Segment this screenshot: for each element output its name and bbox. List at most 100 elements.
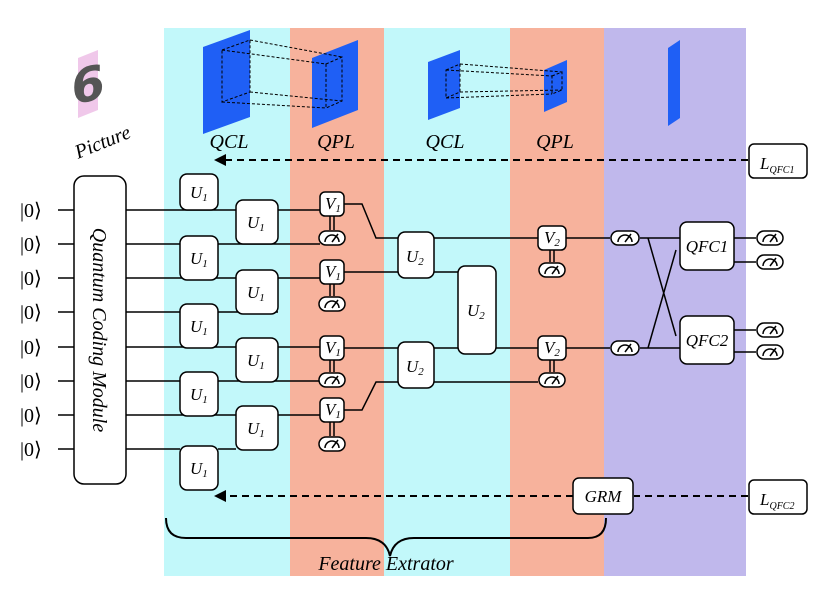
qfc2-gate: QFC2 [679,315,735,365]
measure-icon [756,344,784,360]
v1-gate: V1 [319,191,345,217]
u2-gates: U2 U2 U2 [397,231,497,389]
u1-gate: U1 [179,235,219,281]
input-ket: |0⟩ [20,200,42,222]
measure-icon [318,372,346,388]
projection-lines-1 [221,39,343,109]
svg-text:U1: U1 [190,317,208,338]
qpl-label-1: QPL [317,131,355,153]
svg-text:U1: U1 [247,351,265,372]
qfc1-gate: QFC1 [679,221,735,271]
measure-icon [756,230,784,246]
svg-text:GRM: GRM [585,487,623,506]
loss-feedback-qfc2 [214,490,748,502]
svg-text:V1: V1 [325,338,341,359]
svg-text:QFC1: QFC1 [686,237,729,256]
svg-text:U1: U1 [190,249,208,270]
feature-extractor-label: Feature Extrator [317,553,454,575]
quantum-coding-module: Quantum Coding Module [73,175,127,485]
v1-pooling-gates: V1 V1 V1 V1 [319,191,345,423]
svg-text:U1: U1 [190,459,208,480]
measure-icon [318,230,346,246]
feature-maps [203,30,680,134]
u1-gate: U1 [235,337,279,383]
svg-text:U1: U1 [190,183,208,204]
u1-gate: U1 [179,371,219,417]
measure-icon [756,254,784,270]
measure-icon [538,262,566,278]
v2-gate: V2 [537,335,567,361]
svg-text:U2: U2 [406,247,424,268]
u2-gate: U2 [397,341,435,389]
measure-icon [318,296,346,312]
grm-box: GRM [572,477,634,515]
svg-text:V2: V2 [544,228,560,249]
u1-gate: U1 [179,173,219,211]
svg-text:LQFC2: LQFC2 [759,490,794,512]
svg-text:U2: U2 [467,301,485,322]
encoder-label: Quantum Coding Module [88,228,110,433]
v2-gate: V2 [537,225,567,251]
picture-digit: 6 [71,54,104,116]
u1-gate: U1 [179,303,219,349]
picture-label: Picture [71,121,134,164]
svg-text:U1: U1 [247,283,265,304]
loss-sub-1: QFC1 [769,165,794,176]
input-ket: |0⟩ [20,302,42,324]
picture-thumbnail [78,50,98,118]
input-qubits: |0⟩ |0⟩ |0⟩ |0⟩ |0⟩ |0⟩ |0⟩ |0⟩ [20,200,42,461]
input-ket: |0⟩ [20,371,42,393]
svg-text:U1: U1 [247,213,265,234]
u1-gate: U1 [235,405,279,451]
svg-text:U1: U1 [190,385,208,406]
v1-gate: V1 [319,335,345,361]
v1-gate: V1 [319,397,345,423]
measure-icon [756,322,784,338]
svg-text:V2: V2 [544,338,560,359]
input-ket: |0⟩ [20,439,42,461]
qcl-label-2: QCL [426,131,465,153]
qcl-label-1: QCL [210,131,249,153]
u2-gate: U2 [457,265,497,355]
input-ket: |0⟩ [20,268,42,290]
loss-feedback-qfc1 [214,154,748,166]
feature-extractor-brace [165,517,607,557]
v1-gate: V1 [319,259,345,285]
input-ket: |0⟩ [20,405,42,427]
measure-icon [610,340,640,356]
svg-text:U1: U1 [247,419,265,440]
measure-icon [538,372,566,388]
svg-text:QFC2: QFC2 [686,331,729,350]
feature-map-2 [312,40,358,128]
svg-text:V1: V1 [325,400,341,421]
measure-icon [318,436,346,452]
svg-text:V1: V1 [325,262,341,283]
circuit-wires [58,203,756,450]
svg-text:U2: U2 [406,357,424,378]
v2-pooling-gates: V2 V2 [537,225,567,361]
feature-map-1 [203,30,250,134]
projection-lines-2 [445,63,563,99]
loss-l-2: L [759,490,769,509]
u1-gate: U1 [235,199,279,245]
loss-sub-2: QFC2 [769,501,794,512]
svg-text:V1: V1 [325,194,341,215]
u1-gate: U1 [235,269,279,315]
qpl-label-2: QPL [536,131,574,153]
input-ket: |0⟩ [20,337,42,359]
measure-icon [610,230,640,246]
u2-gate: U2 [397,231,435,279]
feature-map-3 [428,50,460,120]
input-ket: |0⟩ [20,234,42,256]
loss-box-qfc2: LQFC2 [748,479,808,515]
feature-map-5 [668,40,680,126]
measurement-icons [318,230,784,452]
svg-text:LQFC1: LQFC1 [759,154,794,176]
u1-gates: U1 U1 U1 U1 U1 U1 U1 U1 U1 [179,173,279,491]
u1-gate: U1 [179,445,219,491]
input-picture: 6 Picture [71,50,134,164]
loss-l-1: L [759,154,769,173]
loss-box-qfc1: LQFC1 [748,143,808,179]
feature-map-4 [544,60,567,112]
